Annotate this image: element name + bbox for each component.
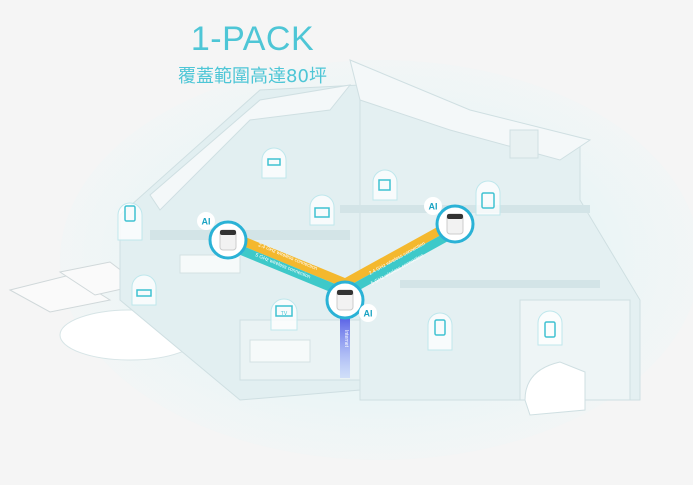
svg-text:AI: AI xyxy=(429,202,438,212)
bed xyxy=(179,254,241,274)
sofa xyxy=(249,339,311,363)
car xyxy=(524,361,586,416)
internet-wired-line xyxy=(340,318,350,378)
phone-device-bubble xyxy=(537,310,563,346)
ai-badge xyxy=(197,212,215,230)
phone-device-bubble xyxy=(427,312,453,351)
tablet-icon xyxy=(481,192,495,209)
tv-icon xyxy=(275,305,293,317)
smarthome-device-bubble xyxy=(372,169,398,201)
mesh-node-left[interactable]: AI xyxy=(197,212,248,260)
ai-badge xyxy=(359,304,377,322)
internet-label: Internet xyxy=(343,330,349,348)
phone-icon xyxy=(124,205,136,222)
laptop-icon xyxy=(314,207,330,218)
svg-text:AI: AI xyxy=(364,309,373,319)
tablet-device-bubble xyxy=(475,180,501,216)
mesh-node-main[interactable]: AI xyxy=(325,280,377,322)
smarthome-icon xyxy=(378,179,391,191)
headline: 1-PACK xyxy=(190,20,315,58)
mesh-node-right[interactable]: AI xyxy=(424,197,475,244)
svg-text:AI: AI xyxy=(202,217,211,227)
phone-icon xyxy=(434,319,446,336)
lounge-chair xyxy=(8,274,112,313)
tv-label: TV xyxy=(281,311,288,317)
chimney xyxy=(509,129,539,159)
phone-icon xyxy=(544,321,556,338)
gamepad-icon xyxy=(136,289,152,297)
coverage-subtitle: 覆蓋範圍高達80坪 xyxy=(178,66,327,87)
cloud-icon xyxy=(267,158,281,166)
laptop-device-bubble xyxy=(309,194,335,226)
cloud-device-bubble xyxy=(261,147,287,179)
ai-badge xyxy=(424,197,442,215)
